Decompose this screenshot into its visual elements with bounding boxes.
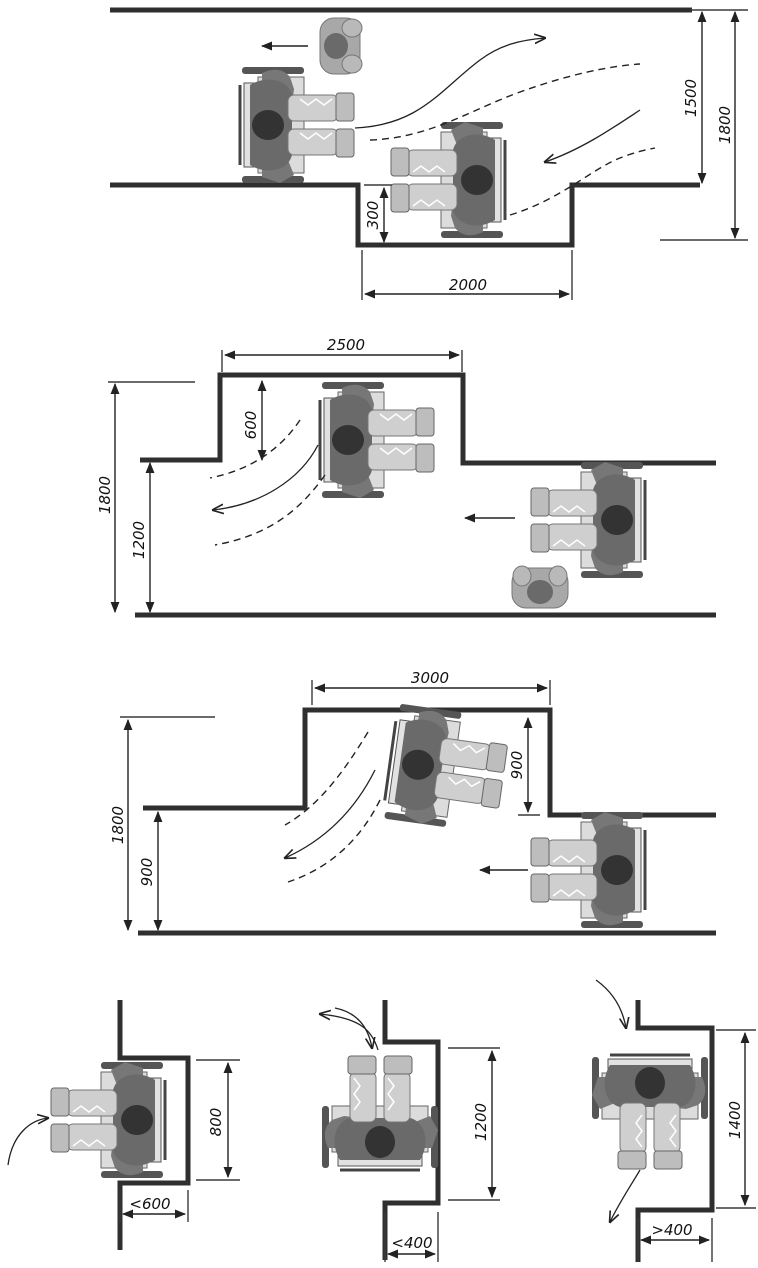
dim-label-1500: 1500 bbox=[682, 79, 700, 117]
panel-passing-bay-900: 3000 900 1800 900 bbox=[109, 669, 716, 936]
dim-label-800: 800 bbox=[207, 1108, 225, 1137]
entry-path bbox=[595, 979, 626, 1028]
dim-label-1200: 1200 bbox=[472, 1103, 490, 1141]
dim-label-400: <400 bbox=[391, 1234, 432, 1252]
dim-label-3000: 3000 bbox=[411, 669, 449, 687]
dim-label-400: >400 bbox=[651, 1221, 692, 1239]
manoeuvre-path bbox=[354, 38, 545, 129]
manoeuvre-path bbox=[213, 444, 319, 510]
walking-person bbox=[511, 565, 569, 609]
dim-label-2000: 2000 bbox=[449, 276, 487, 294]
corridor-wall-bottom-with-bay bbox=[110, 182, 700, 248]
wheelchair-user-in-alcove bbox=[590, 1053, 710, 1171]
panel-alcove-forward: 1200 <400 bbox=[320, 1000, 500, 1262]
dim-label-1800: 1800 bbox=[96, 476, 114, 514]
manoeuvre-path bbox=[285, 769, 376, 858]
corridor-wall-top-with-bay bbox=[140, 372, 716, 466]
manoeuvre-path-edge bbox=[287, 799, 381, 883]
panel-passing-bay-1800: 1500 1800 300 2000 bbox=[110, 7, 748, 300]
panel-alcove-backward: 1400 >400 bbox=[590, 979, 756, 1262]
dim-label-900-bay: 900 bbox=[508, 751, 526, 780]
wheelchair-user-oncoming bbox=[238, 65, 356, 185]
turn-path bbox=[320, 1014, 379, 1051]
manoeuvre-path-edge bbox=[369, 63, 641, 141]
walking-person bbox=[319, 17, 363, 75]
manoeuvre-path-edge bbox=[509, 147, 656, 216]
approach-path bbox=[7, 1118, 48, 1166]
wheelchair-user-in-bay bbox=[318, 380, 436, 500]
dim-label-1800: 1800 bbox=[109, 806, 127, 844]
dim-label-600: 600 bbox=[242, 411, 260, 440]
turn-path bbox=[334, 1007, 372, 1048]
dim-label-1800: 1800 bbox=[716, 106, 734, 144]
dim-label-2500: 2500 bbox=[327, 336, 365, 354]
wheelchair-user-in-bay bbox=[380, 701, 513, 836]
wheelchair-user-in-alcove bbox=[320, 1054, 440, 1172]
manoeuvre-path-edge bbox=[209, 419, 301, 479]
dim-label-900: 900 bbox=[138, 858, 156, 887]
exit-path bbox=[610, 1169, 641, 1222]
wheelchair-user-in-bay bbox=[389, 120, 507, 240]
manoeuvre-path bbox=[545, 109, 641, 162]
wheelchair-user-in-alcove bbox=[49, 1060, 167, 1180]
manoeuvre-path-edge bbox=[284, 731, 369, 826]
dim-label-1200: 1200 bbox=[130, 521, 148, 559]
wheelchair-user-oncoming bbox=[529, 810, 647, 930]
dim-label-300: 300 bbox=[364, 201, 382, 230]
dim-label-600: <600 bbox=[129, 1195, 170, 1213]
panel-alcove-sideways: 800 <600 bbox=[7, 1000, 240, 1250]
dim-label-1400: 1400 bbox=[726, 1101, 744, 1139]
wheelchair-user-oncoming bbox=[529, 460, 647, 580]
manoeuvre-path-edge bbox=[214, 474, 326, 546]
panel-passing-bay-1200: 2500 600 1800 1200 bbox=[96, 336, 716, 618]
